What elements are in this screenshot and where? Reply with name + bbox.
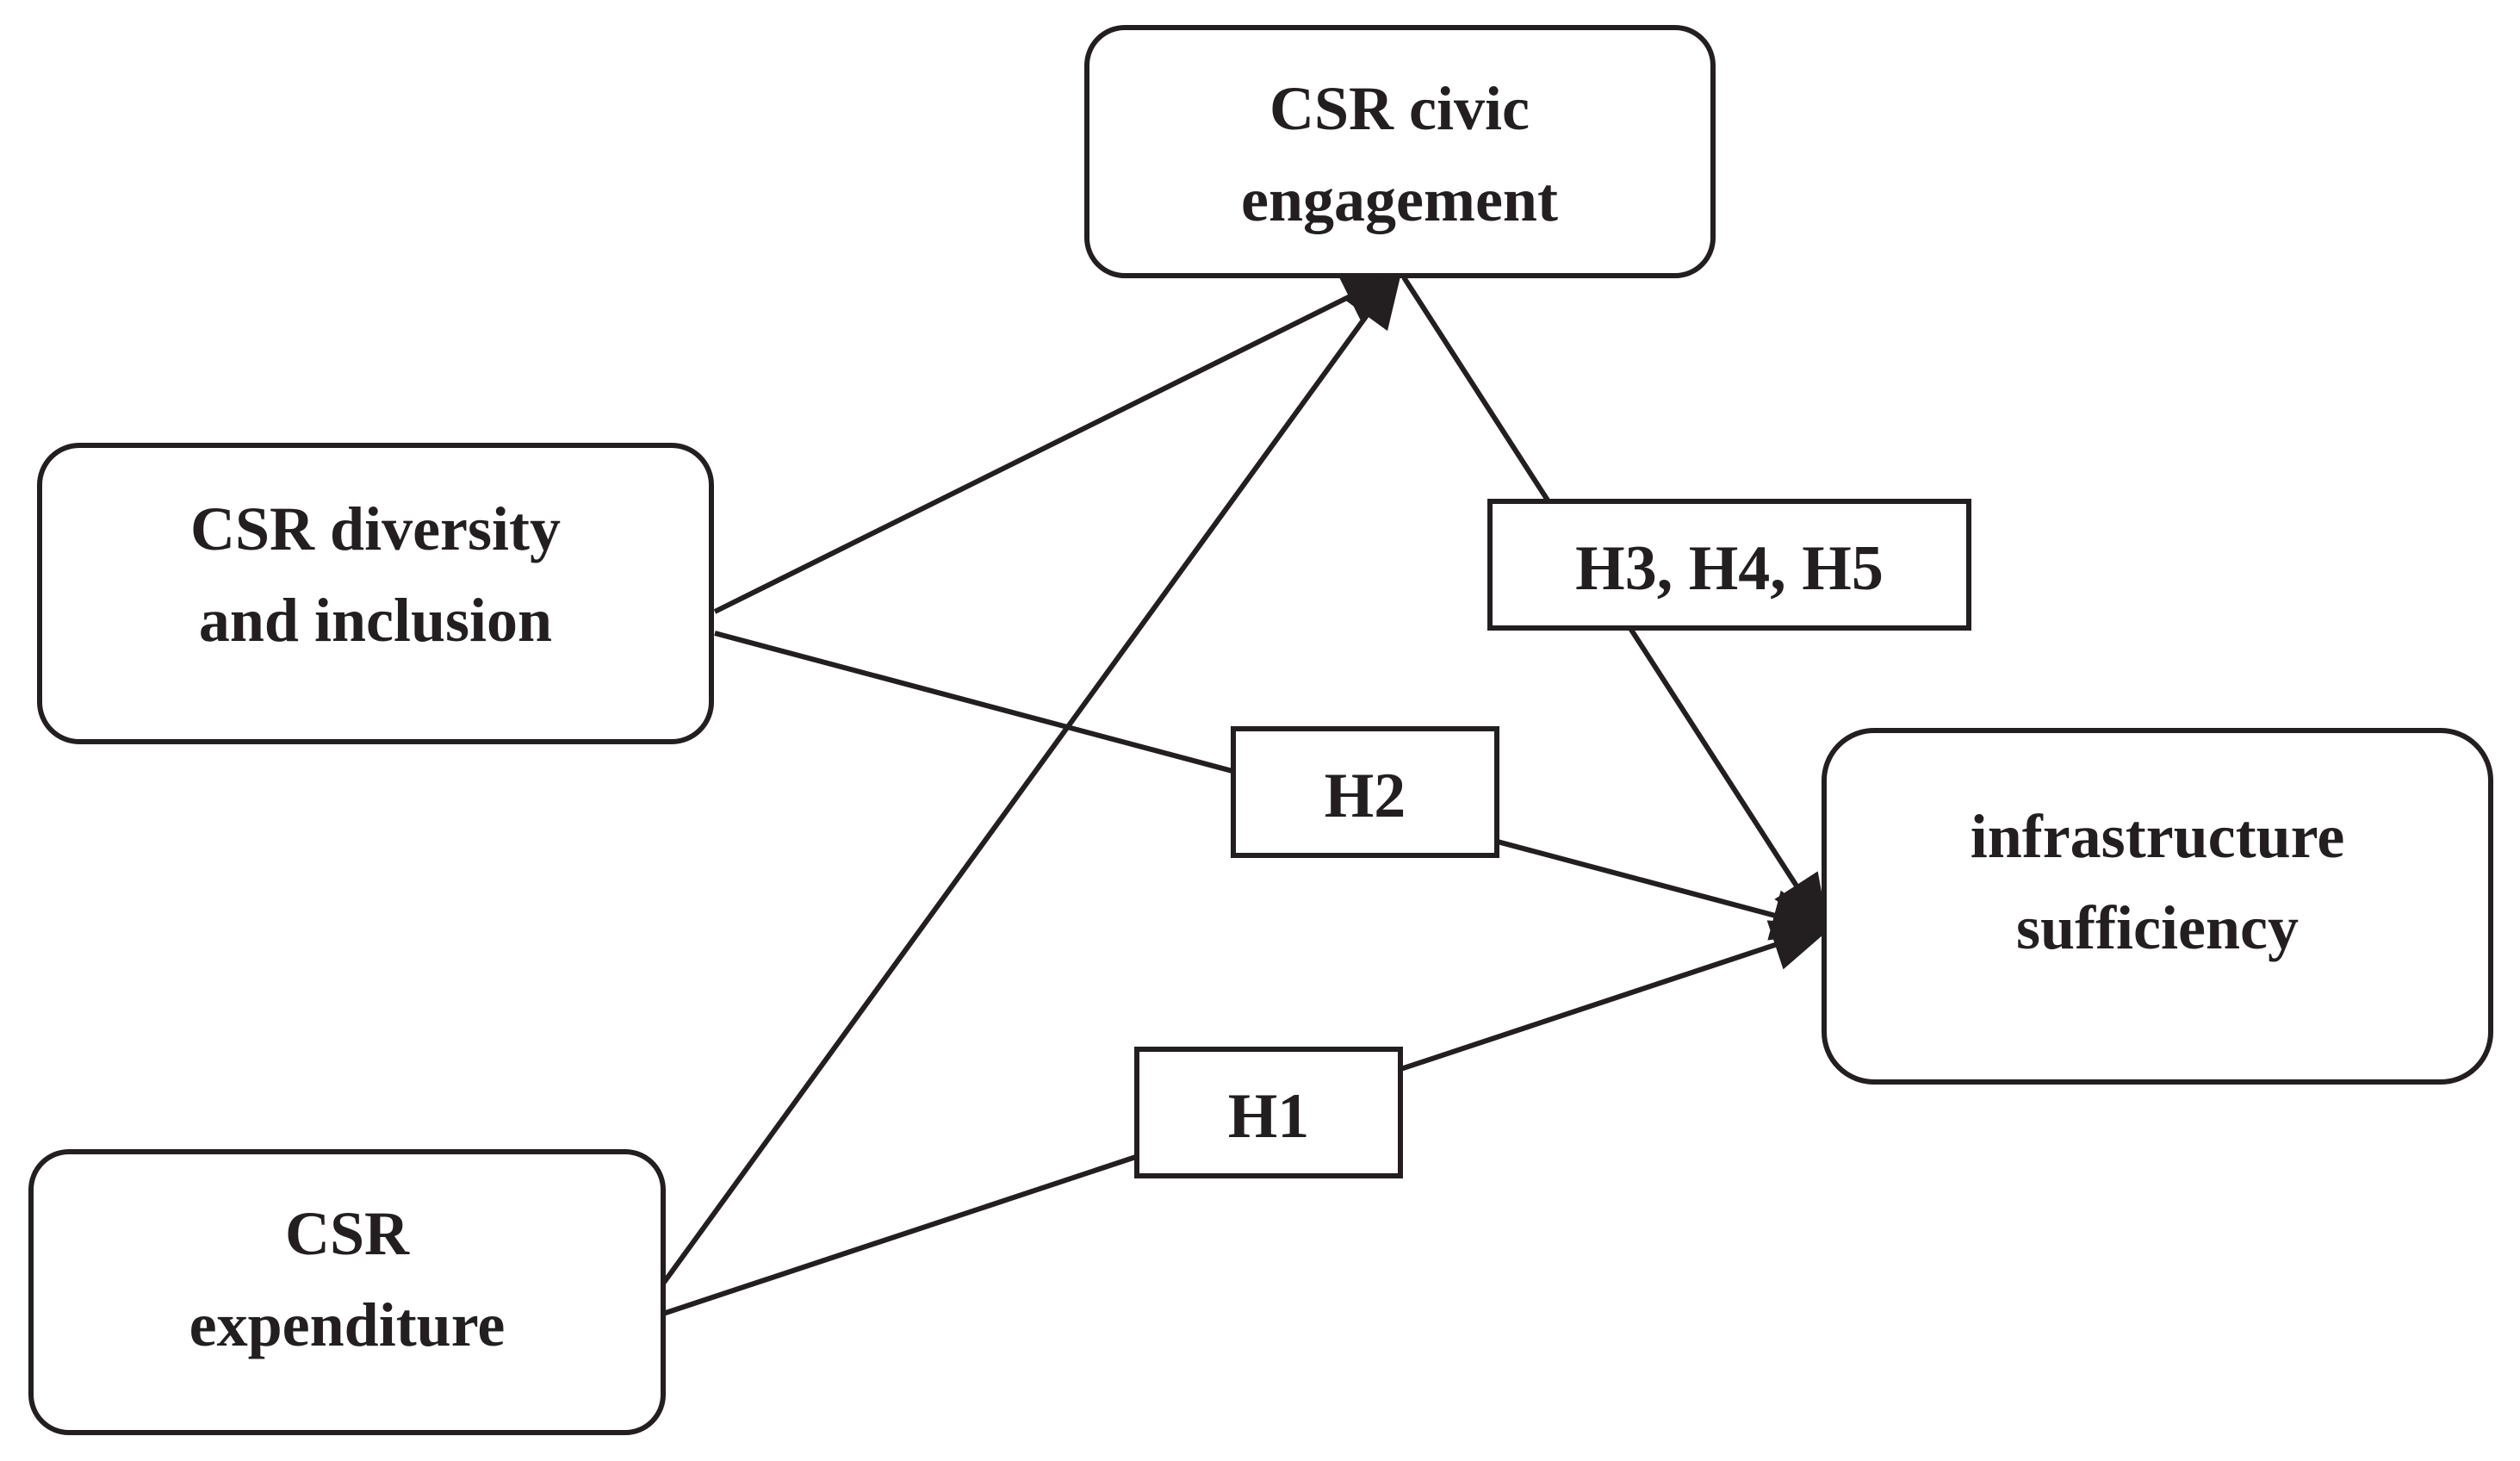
hypothesis-label-h2: H2 [1231,726,1499,858]
arrow-expenditure-to-civic [661,265,1404,1285]
node-civic-line1: CSR civic [1269,74,1530,143]
node-csr-expenditure: CSR expenditure [28,1149,666,1435]
node-infrastructure-line1: infrastructure [1971,802,2345,871]
h1-text: H1 [1228,1081,1310,1152]
node-csr-diversity-inclusion: CSR diversity and inclusion [37,443,714,744]
h345-text: H3, H4, H5 [1575,533,1884,604]
hypothesis-label-h1: H1 [1134,1047,1403,1178]
hypothesis-label-h345: H3, H4, H5 [1487,499,1971,631]
node-expenditure-line2: expenditure [189,1290,506,1359]
node-diversity-line2: and inclusion [199,586,552,655]
node-infrastructure-line2: sufficiency [2016,893,2299,962]
arrow-diversity-to-civic [713,269,1405,614]
h2-text: H2 [1325,761,1406,831]
node-infrastructure-sufficiency: infrastructure sufficiency [1822,728,2493,1085]
node-civic-line2: engagement [1241,165,1558,234]
node-diversity-line1: CSR diversity [190,494,561,563]
node-expenditure-line1: CSR [285,1199,410,1268]
node-csr-civic-engagement: CSR civic engagement [1084,25,1716,278]
